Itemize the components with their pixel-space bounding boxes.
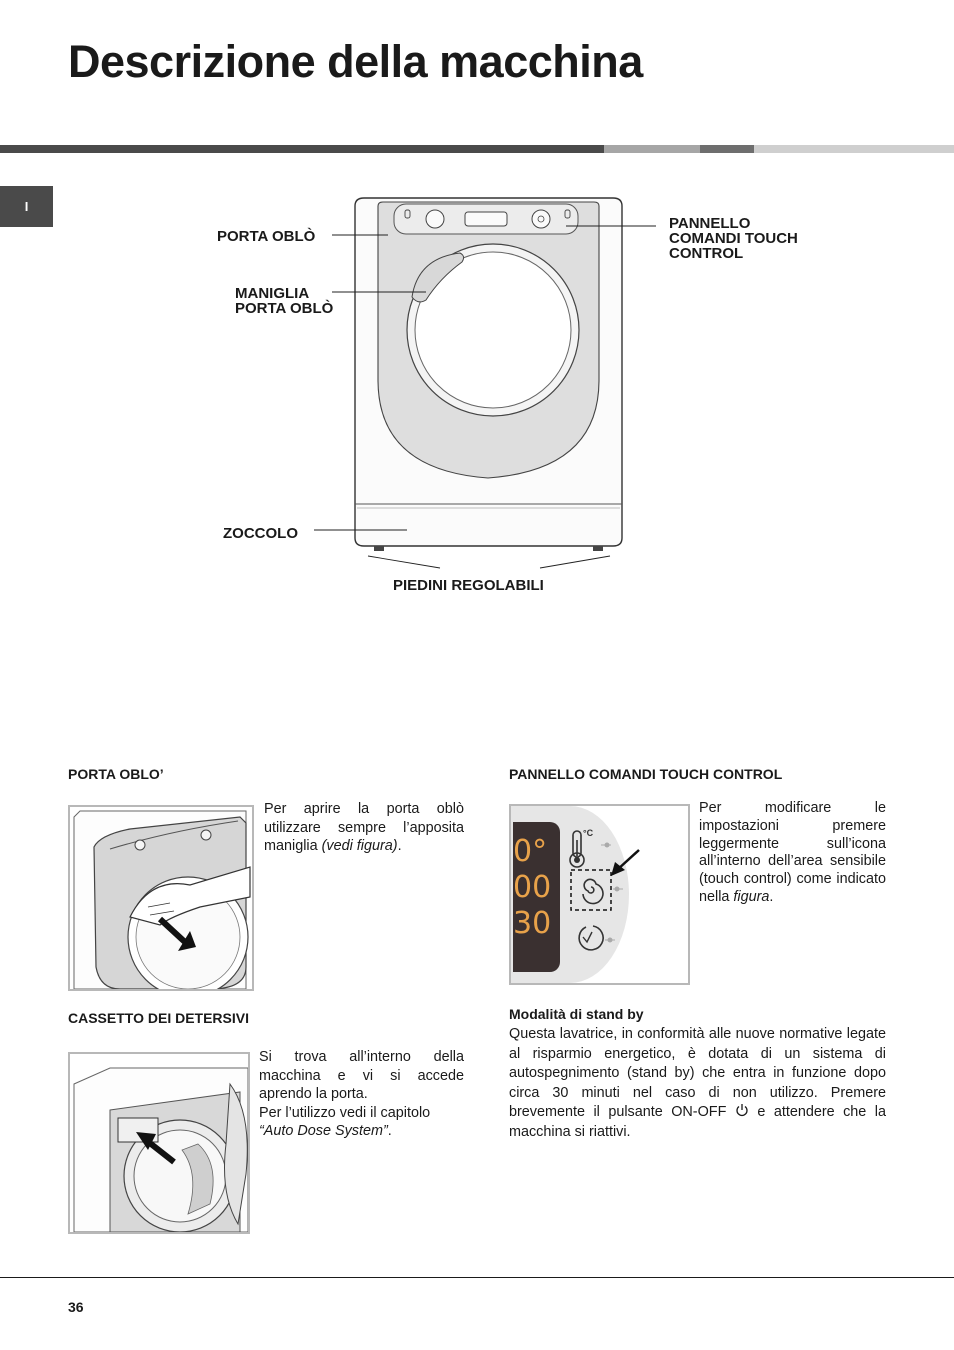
text-porta-italic: (vedi figura)	[321, 838, 398, 854]
figure-touch-panel: 0° 00 30 °C	[509, 804, 690, 985]
label-pannello-line1: PANNELLO	[669, 215, 751, 232]
text-cassetto-2-italic: “Auto Dose System”	[259, 1123, 388, 1139]
figure-open-door	[68, 805, 254, 991]
label-maniglia-line2: PORTA OBLÒ	[235, 300, 334, 317]
text-pannello-italic: figura	[733, 888, 770, 905]
section-heading-cassetto: CASSETTO DEI DETERSIVI	[68, 1010, 249, 1026]
section-heading-standby: Modalità di stand by	[509, 1006, 644, 1022]
text-porta: Per aprire la porta oblò utilizzare semp…	[264, 800, 464, 856]
display-digits: 0° 00 30	[513, 834, 551, 942]
label-porta-oblo: PORTA OBLÒ	[217, 228, 316, 245]
celsius-mark: °C	[583, 828, 594, 838]
label-pannello-line3: CONTROL	[669, 245, 744, 262]
indicator-dots	[601, 842, 623, 943]
figure-detergent-drawer	[68, 1052, 250, 1234]
spin-icon[interactable]	[570, 869, 612, 911]
text-porta-end: .	[397, 838, 402, 854]
display-digit-temp: 0°	[513, 834, 548, 869]
display-digit-spin: 00	[513, 870, 552, 905]
language-tab: I	[0, 186, 53, 227]
power-icon	[736, 1104, 748, 1117]
label-piedini: PIEDINI REGOLABILI	[393, 577, 544, 594]
pointer-arrow	[611, 849, 640, 876]
text-pannello-end: .	[769, 888, 774, 905]
text-standby: Questa lavatrice, in conformità alle nuo…	[509, 1025, 886, 1142]
text-standby-before: Questa lavatrice, in conformità alle nuo…	[509, 1026, 886, 1120]
thermometer-icon[interactable]	[569, 830, 585, 868]
text-cassetto: Si trova all’interno della macchina e vi…	[259, 1048, 464, 1141]
label-pannello-line2: COMANDI TOUCH	[669, 230, 798, 247]
clock-icon[interactable]	[578, 925, 604, 951]
page-number: 36	[68, 1299, 84, 1315]
text-porta-plain: Per aprire la porta oblò utilizzare semp…	[264, 801, 464, 854]
label-maniglia: MANIGLIA PORTA OBLÒ	[235, 286, 333, 316]
text-pannello: Per modificare le impostazioni premere l…	[699, 800, 886, 907]
washing-machine-diagram	[314, 197, 656, 569]
text-cassetto-2-plain: Per l’utilizzo vedi il capitolo	[259, 1104, 431, 1121]
label-maniglia-line1: MANIGLIA	[235, 285, 310, 302]
label-zoccolo: ZOCCOLO	[223, 525, 298, 542]
text-standby-after: e attendere che la macchina si riattivi.	[509, 1104, 886, 1140]
page-title: Descrizione della macchina	[68, 36, 643, 87]
text-pannello-plain: Per modificare le impostazioni premere l…	[699, 800, 886, 905]
display-digit-time: 30	[513, 906, 552, 941]
section-heading-porta: PORTA OBLO’	[68, 766, 164, 782]
text-cassetto-1: Si trova all’interno della macchina e vi…	[259, 1049, 464, 1102]
label-pannello: PANNELLO COMANDI TOUCH CONTROL	[669, 216, 798, 261]
text-cassetto-2-end: .	[387, 1123, 392, 1139]
footer-rule	[0, 1277, 954, 1278]
section-heading-pannello: PANNELLO COMANDI TOUCH CONTROL	[509, 766, 783, 782]
